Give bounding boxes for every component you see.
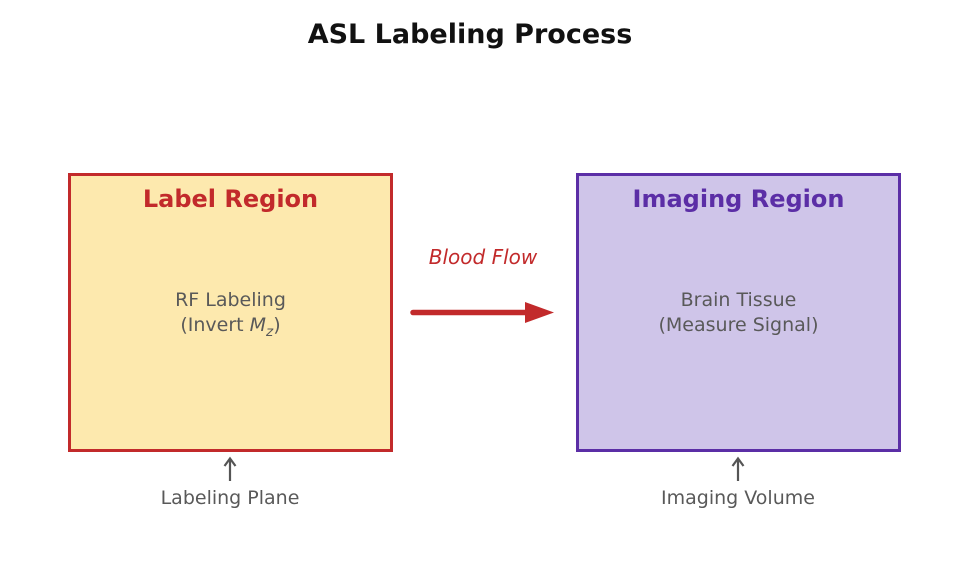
page-title: ASL Labeling Process [307, 19, 633, 50]
imaging-region-body-line2: (Measure Signal) [658, 313, 819, 336]
up-arrow-icon [221, 455, 239, 483]
label-region-body-line2: (Invert Mz) [180, 313, 281, 340]
label-region-box: Label Region RF Labeling (Invert Mz) [68, 173, 393, 452]
label-region-body-line1: RF Labeling [175, 288, 286, 311]
label-region-title: Label Region [142, 185, 319, 213]
imaging-region-box: Imaging Region Brain Tissue (Measure Sig… [576, 173, 901, 452]
imaging-volume-caption: Imaging Volume [661, 487, 815, 509]
label-region-body: RF Labeling (Invert Mz) [175, 288, 286, 340]
up-arrow-icon [729, 455, 747, 483]
blood-flow-label: Blood Flow [428, 245, 538, 269]
imaging-region-body-line1: Brain Tissue [680, 288, 797, 311]
labeling-plane-caption: Labeling Plane [160, 487, 300, 509]
imaging-region-body: Brain Tissue (Measure Signal) [659, 288, 819, 338]
right-arrow-icon [408, 299, 556, 326]
imaging-region-title: Imaging Region [632, 185, 845, 213]
